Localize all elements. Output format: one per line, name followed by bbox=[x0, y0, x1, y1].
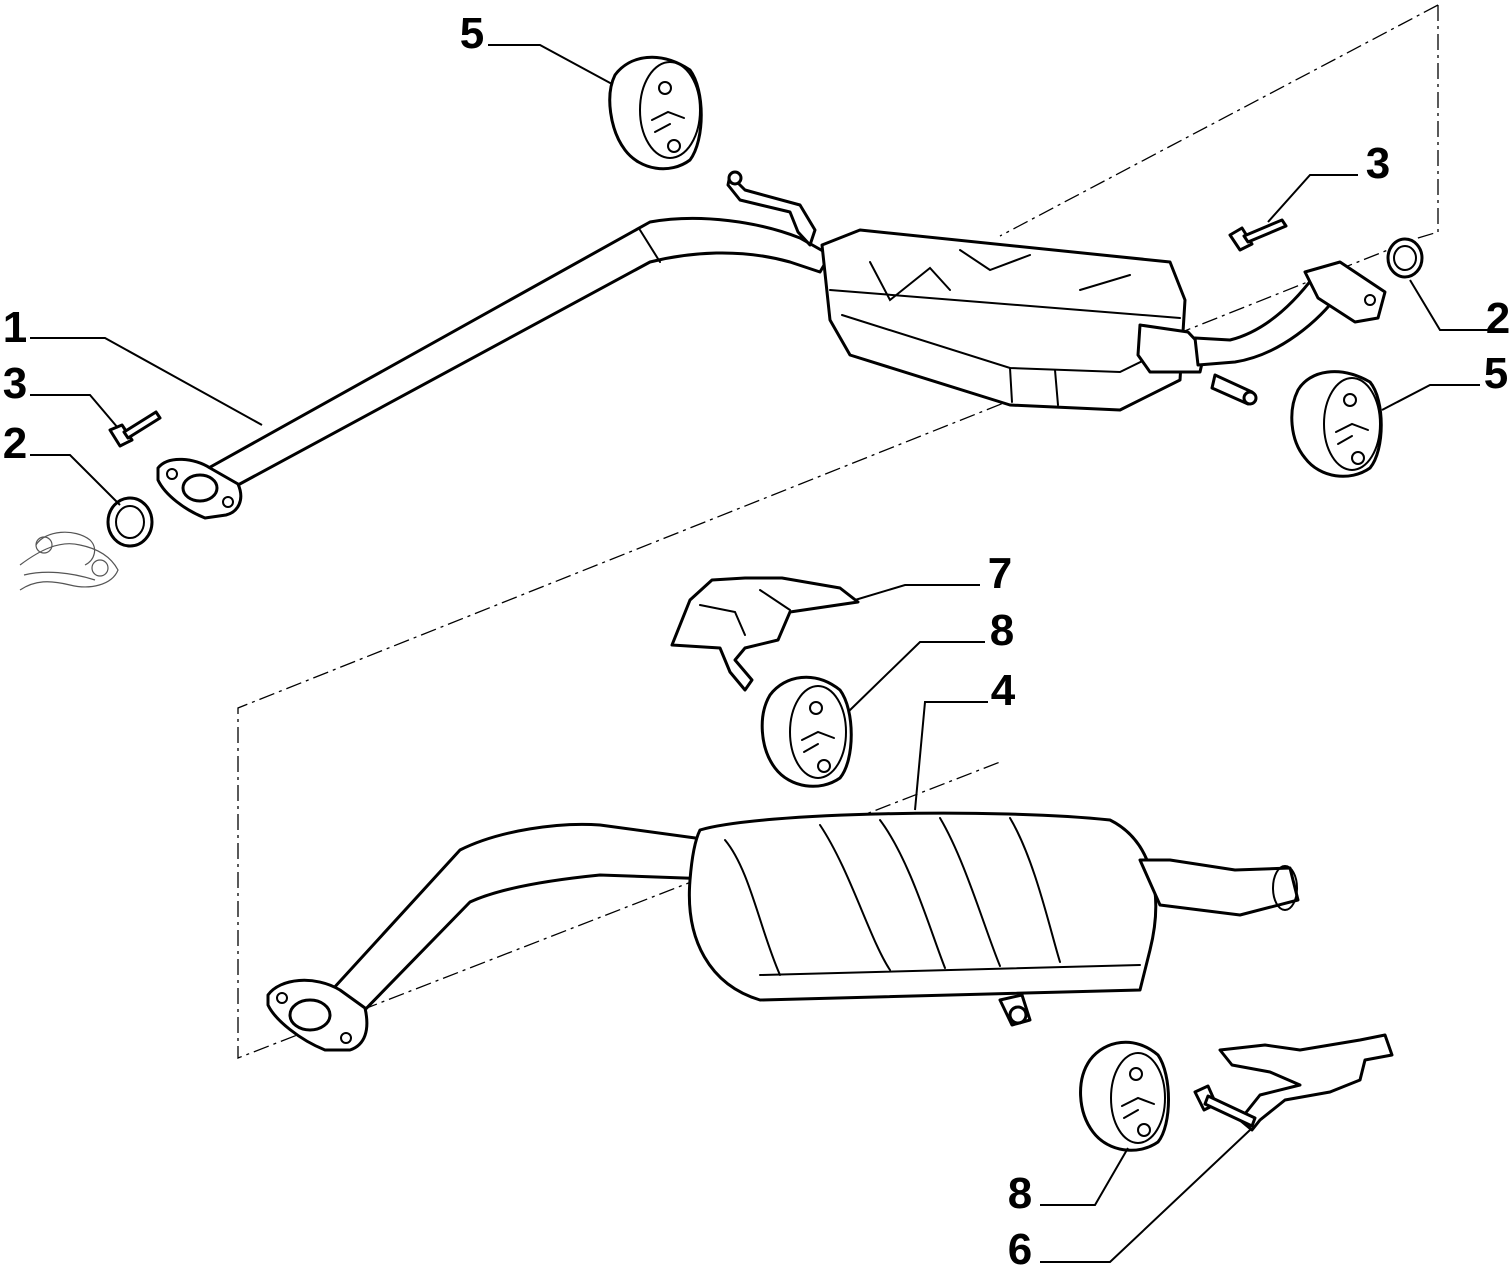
rubber-mount-middle bbox=[760, 675, 853, 788]
leader-6 bbox=[1040, 1129, 1251, 1263]
leader-8-lower bbox=[1040, 1147, 1129, 1206]
rubber-mount-top bbox=[608, 55, 703, 171]
leader-5-top bbox=[488, 44, 613, 85]
leader-7 bbox=[854, 584, 980, 601]
bolt-right bbox=[1228, 218, 1288, 252]
bracket-upper bbox=[670, 576, 860, 692]
leader-5-right bbox=[1381, 384, 1480, 411]
rubber-mount-lower bbox=[1079, 1040, 1170, 1152]
bracket-lower bbox=[1193, 1033, 1394, 1132]
leader-2-right bbox=[1409, 279, 1490, 331]
bolt-left bbox=[108, 410, 162, 448]
leader-3-left bbox=[30, 394, 119, 429]
gasket-right bbox=[1386, 237, 1424, 279]
callout-4: 4 bbox=[991, 666, 1016, 715]
callout-5-right: 5 bbox=[1484, 349, 1508, 398]
leader-1 bbox=[30, 337, 263, 426]
rubber-mount-right bbox=[1290, 370, 1383, 478]
assembly-outline-upper bbox=[999, 4, 1439, 237]
callout-6: 6 bbox=[1008, 1225, 1032, 1266]
gasket-left bbox=[106, 496, 154, 548]
callout-8-lower: 8 bbox=[1008, 1169, 1032, 1218]
callout-2-right: 2 bbox=[1486, 294, 1510, 343]
callout-5-top: 5 bbox=[460, 9, 484, 58]
callout-1: 1 bbox=[3, 303, 27, 352]
leader-3-right bbox=[1267, 174, 1358, 223]
leader-2-left bbox=[30, 454, 121, 506]
callout-3-left: 3 bbox=[3, 359, 27, 408]
front-pipe-silencer bbox=[156, 170, 1387, 520]
callout-3-right: 3 bbox=[1366, 139, 1390, 188]
manifold-ghost bbox=[19, 531, 119, 591]
callout-7: 7 bbox=[988, 549, 1012, 598]
leader-8-middle bbox=[847, 641, 985, 713]
callout-2-left: 2 bbox=[3, 419, 27, 468]
leader-lines bbox=[30, 44, 1490, 1263]
callout-8-middle: 8 bbox=[990, 606, 1014, 655]
leader-4 bbox=[914, 701, 988, 811]
rear-silencer bbox=[266, 811, 1300, 1052]
